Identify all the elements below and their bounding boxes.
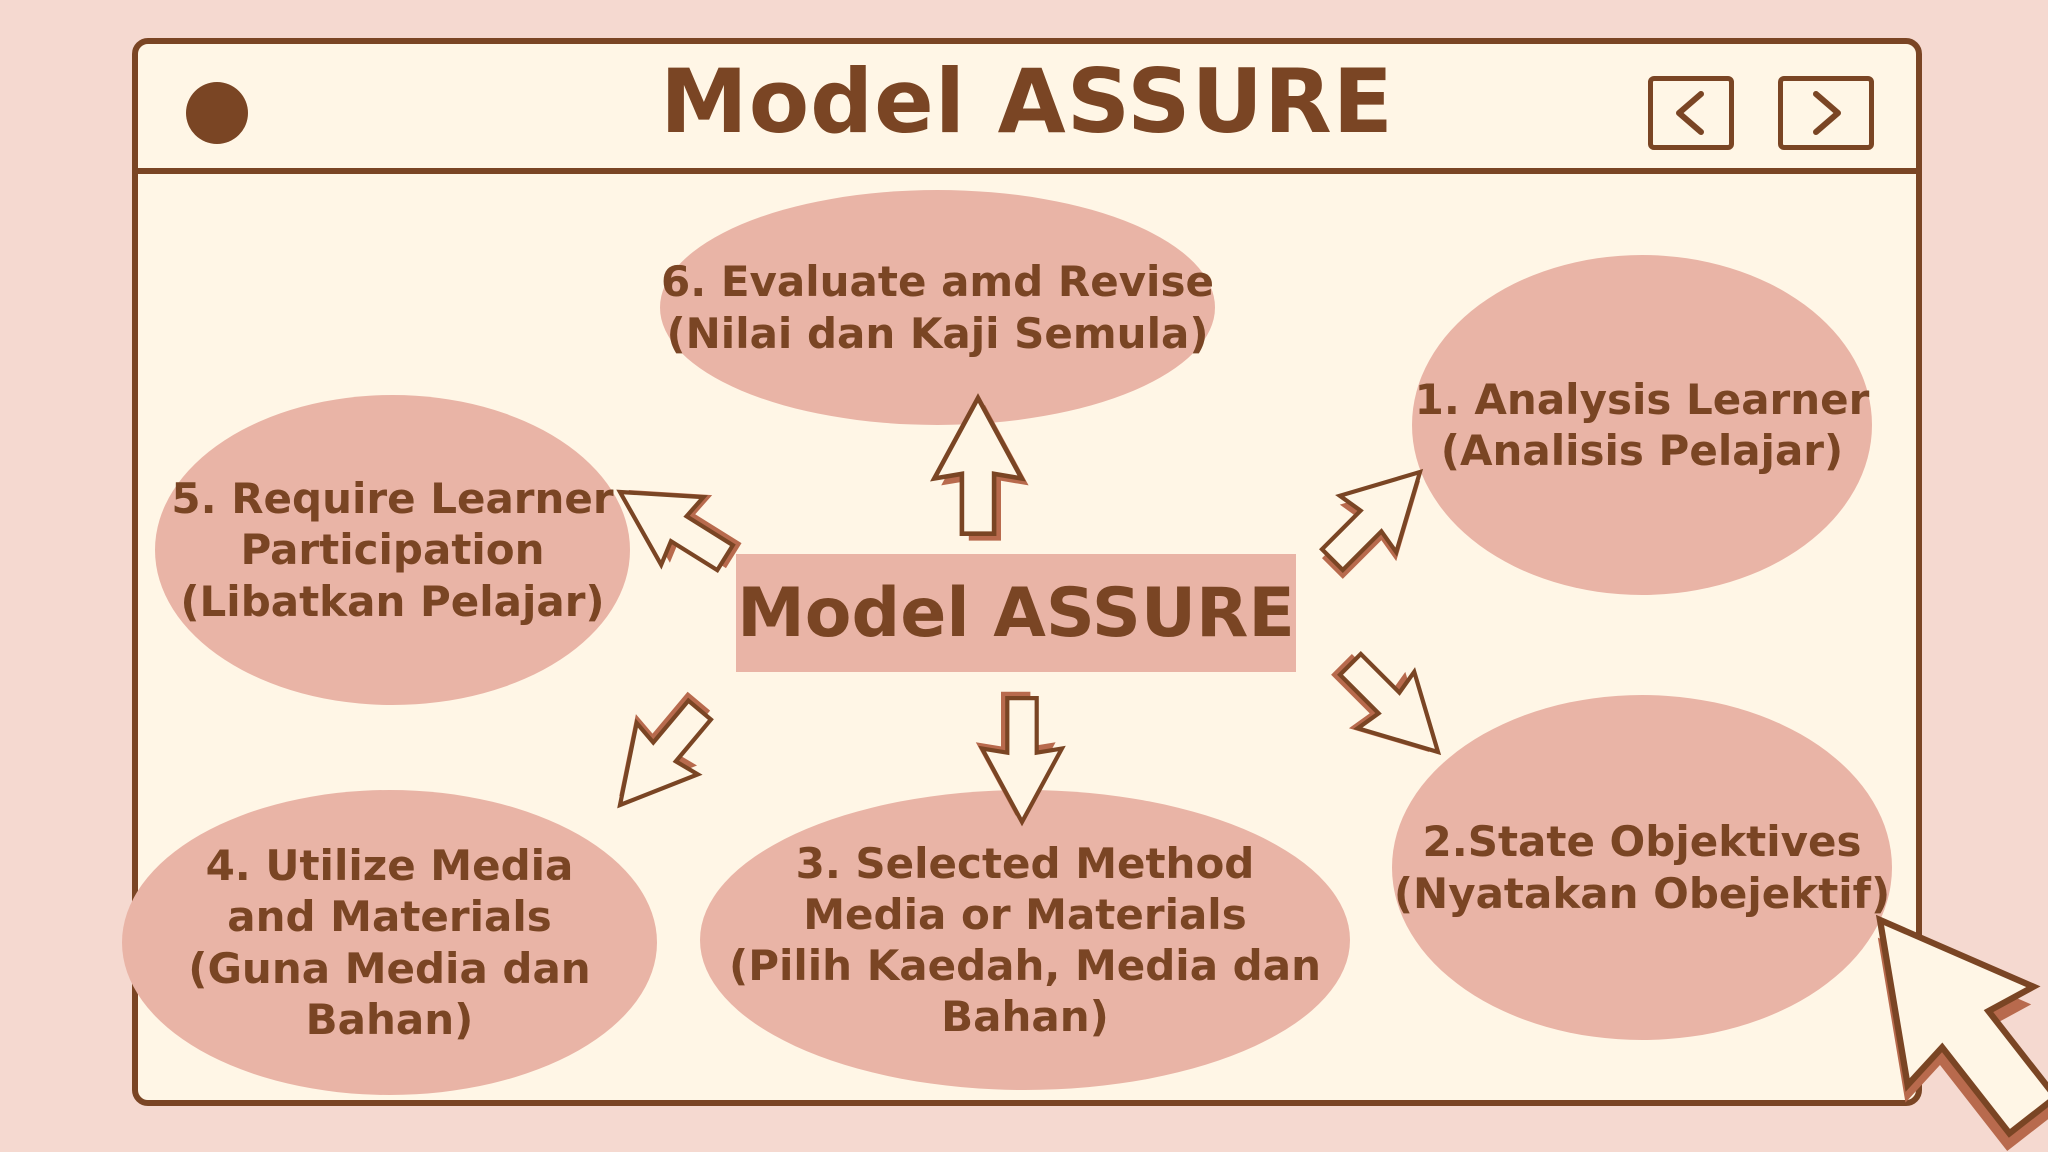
step-3-oval: 3. Selected Method Media or Materials (P… bbox=[700, 790, 1350, 1090]
step-6-label: 6. Evaluate amd Revise (Nilai dan Kaji S… bbox=[661, 257, 1214, 358]
step-1-label: 1. Analysis Learner (Analisis Pelajar) bbox=[1414, 374, 1870, 475]
arrow-down-icon bbox=[975, 691, 1066, 827]
next-button[interactable] bbox=[1778, 76, 1874, 150]
title-bar: Model ASSURE bbox=[138, 44, 1916, 174]
window-dot bbox=[186, 82, 248, 144]
step-3-label: 3. Selected Method Media or Materials (P… bbox=[729, 838, 1321, 1042]
arrow-upleft-icon bbox=[616, 489, 742, 574]
center-label: Model ASSURE bbox=[737, 573, 1295, 653]
arrow-upright-icon bbox=[1319, 468, 1424, 579]
page-title: Model ASSURE bbox=[660, 50, 1394, 153]
step-1-oval: 1. Analysis Learner (Analisis Pelajar) bbox=[1412, 255, 1872, 595]
arrow-downleft-icon bbox=[617, 691, 714, 809]
prev-button[interactable] bbox=[1648, 76, 1734, 150]
step-4-oval: 4. Utilize Media and Materials (Guna Med… bbox=[122, 790, 657, 1095]
step-5-label: 5. Require Learner Participation (Libatk… bbox=[171, 474, 614, 626]
arrow-up-icon bbox=[930, 393, 1029, 541]
step-5-oval: 5. Require Learner Participation (Libatk… bbox=[155, 395, 630, 705]
step-2-oval: 2.State Objektives (Nyatakan Obejektif) bbox=[1392, 695, 1892, 1040]
arrow-downright-icon bbox=[1331, 651, 1442, 756]
center-box: Model ASSURE bbox=[736, 554, 1296, 672]
chevron-left-icon bbox=[1676, 91, 1704, 135]
step-6-oval: 6. Evaluate amd Revise (Nilai dan Kaji S… bbox=[660, 190, 1215, 425]
step-2-label: 2.State Objektives (Nyatakan Obejektif) bbox=[1393, 817, 1891, 918]
chevron-right-icon bbox=[1813, 91, 1841, 135]
corner-cursor-icon bbox=[1875, 914, 2048, 1152]
step-4-label: 4. Utilize Media and Materials (Guna Med… bbox=[188, 841, 591, 1044]
